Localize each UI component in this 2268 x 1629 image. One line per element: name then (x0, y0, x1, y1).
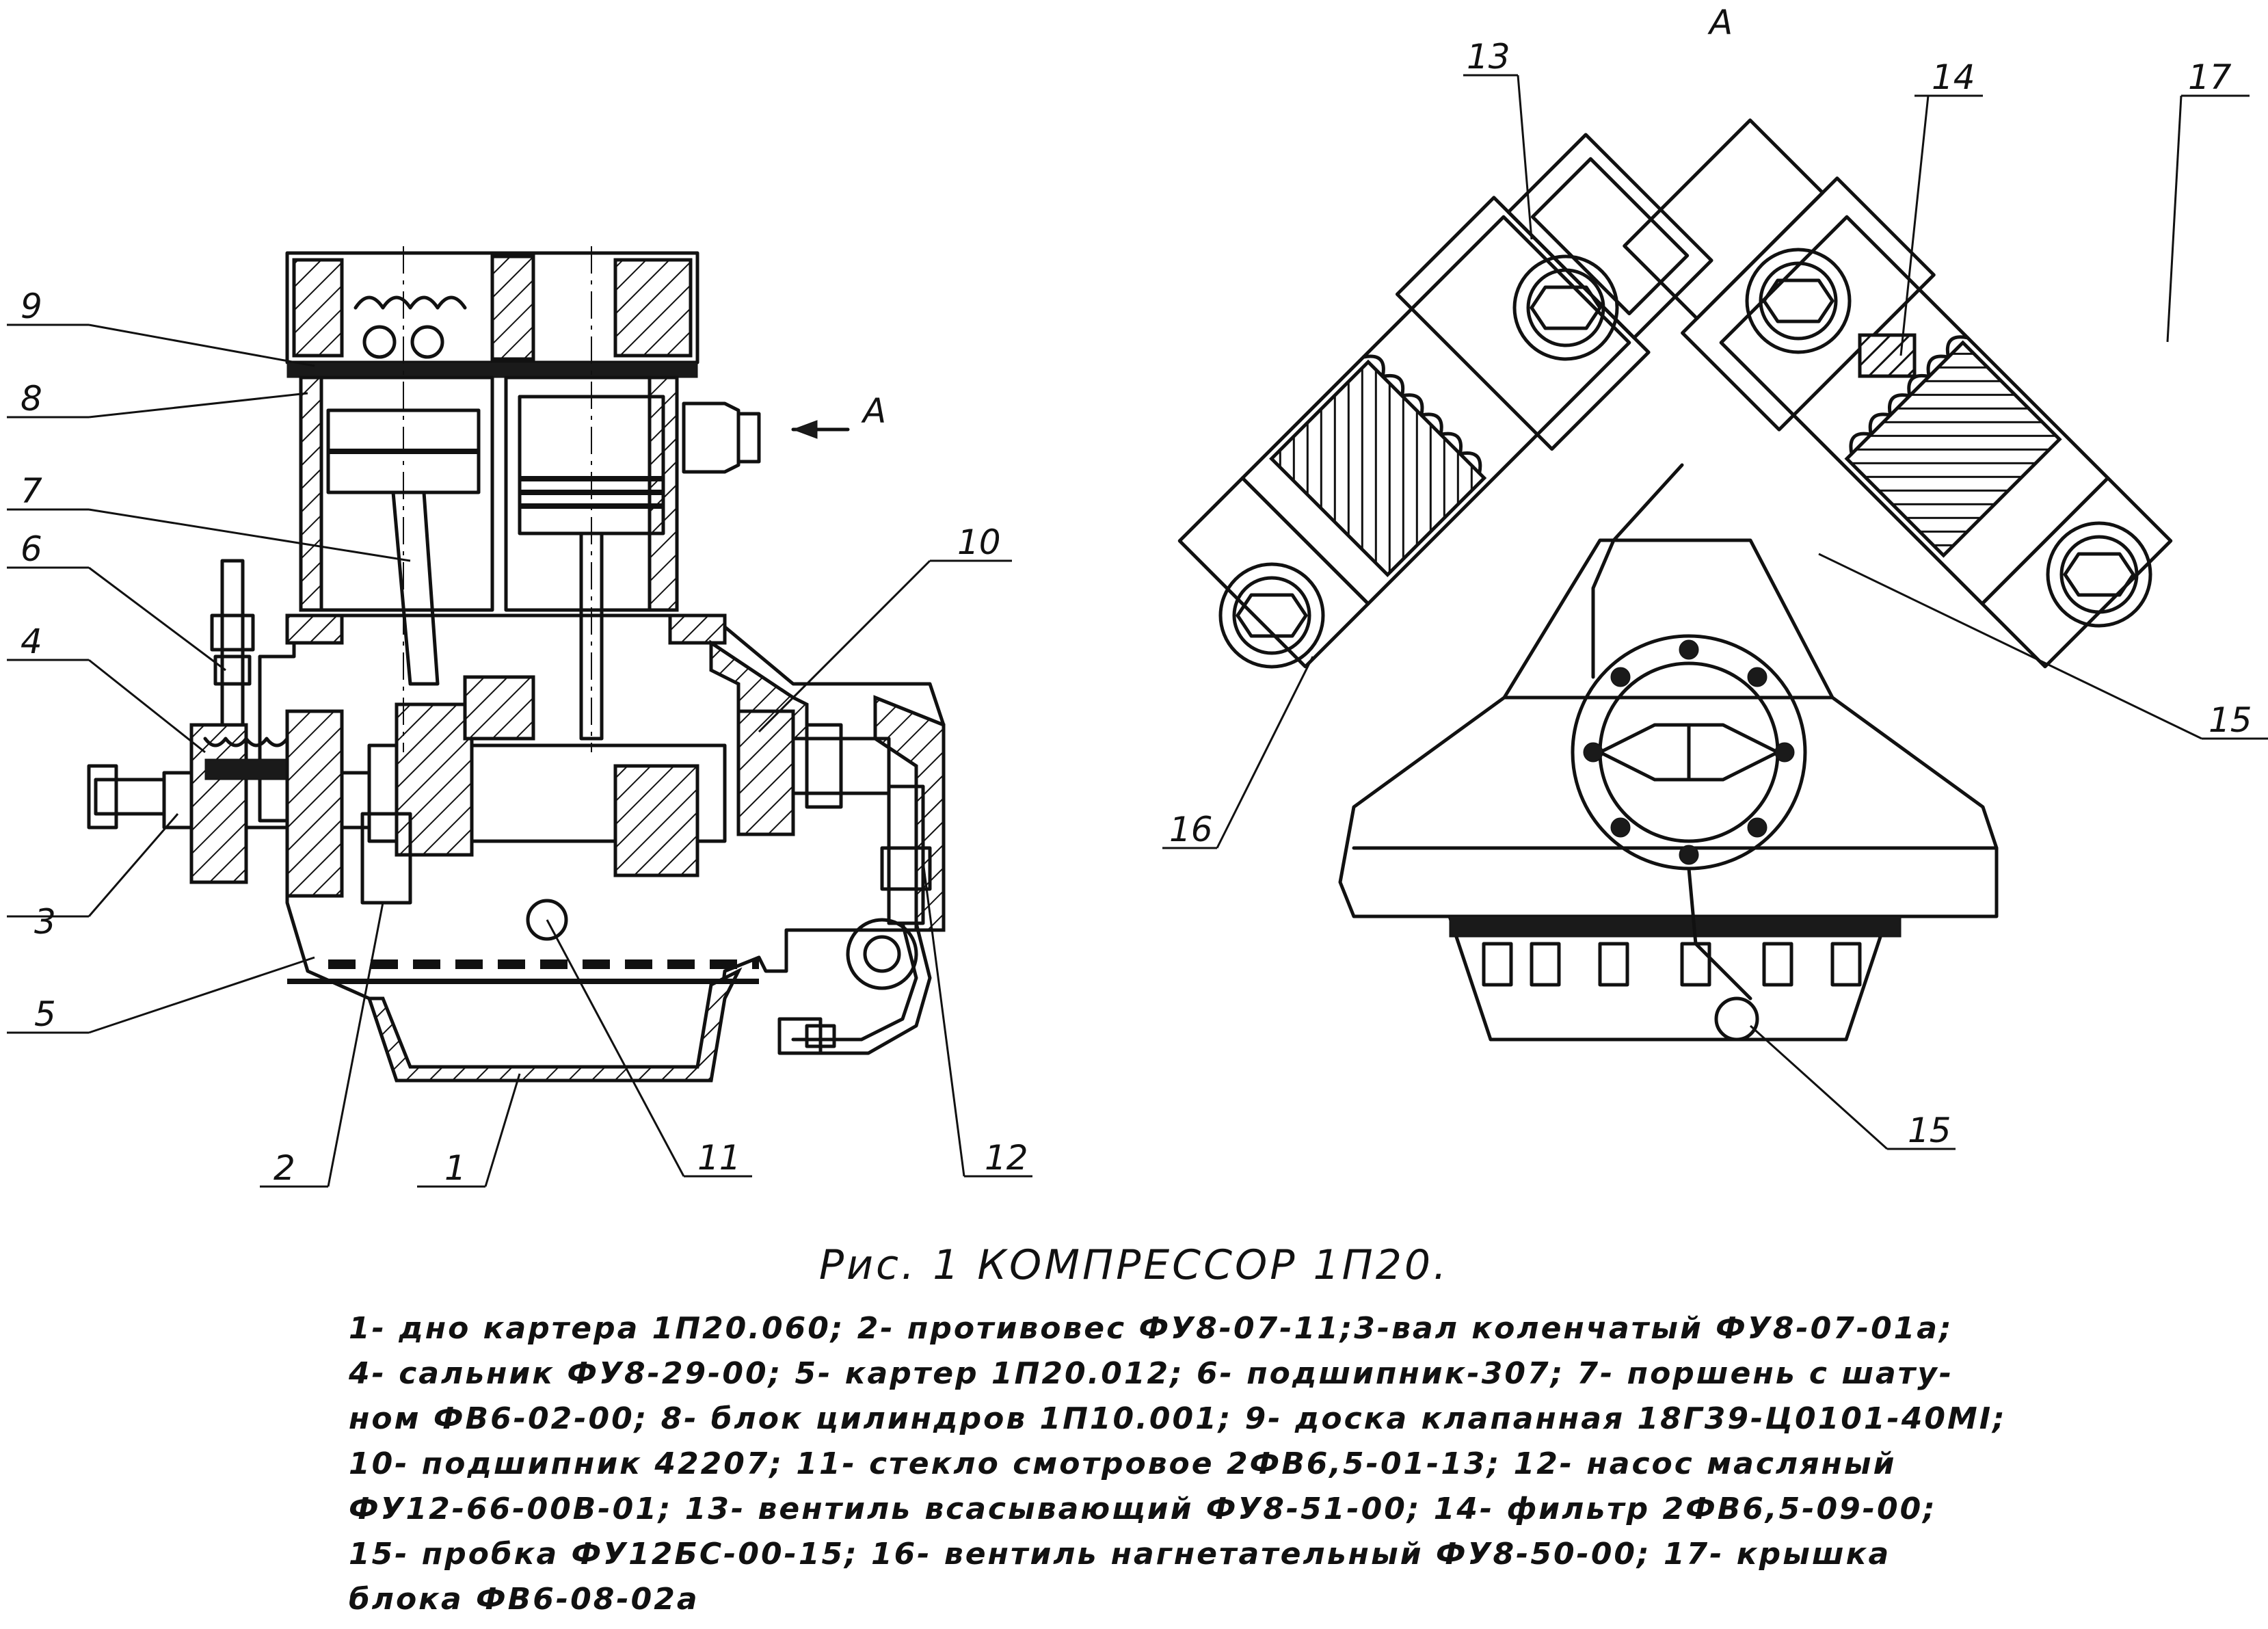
legend-line: 4- сальник ФУ8-29-00; 5- картер 1П20.012… (349, 1356, 1954, 1391)
callout-8: 8 (21, 379, 42, 419)
callout-1: 1 (444, 1148, 466, 1188)
callout-13: 13 (1467, 37, 1510, 77)
callout-7: 7 (21, 471, 42, 511)
legend-line: ФУ12-66-00В-01; 13- вентиль всасывающий … (349, 1492, 1937, 1526)
callout-11: 11 (697, 1138, 741, 1178)
legend-line: блока ФВ6-08-02а (349, 1582, 699, 1617)
legend-line: ном ФВ6-02-00; 8- блок цилиндров 1П10.00… (349, 1401, 2007, 1436)
section-a-marker: A (861, 391, 886, 431)
view-a: A (1162, 3, 2268, 1150)
callout-12: 12 (985, 1138, 1028, 1178)
callout-3: 3 (34, 902, 56, 942)
compressor-drawing: A (7, 3, 2268, 1188)
callout-17: 17 (2188, 57, 2232, 97)
callout-2: 2 (274, 1148, 295, 1188)
section-view: A (7, 246, 1032, 1188)
figure-caption: Рис. 1 КОМПРЕССОР 1П20. (818, 1241, 1450, 1289)
callout-5: 5 (34, 994, 56, 1034)
callout-16: 16 (1169, 810, 1213, 849)
view-a-marker: A (1707, 3, 1733, 42)
callout-15-upper: 15 (2209, 700, 2252, 740)
callout-10: 10 (957, 522, 1001, 562)
callout-15-lower: 15 (1908, 1111, 1951, 1150)
legend-line: 1- дно картера 1П20.060; 2- противовес Ф… (349, 1311, 1953, 1346)
parts-legend: 1- дно картера 1П20.060; 2- противовес Ф… (349, 1306, 2007, 1622)
legend-line: 10- подшипник 42207; 11- стекло смотрово… (349, 1446, 1897, 1481)
callout-14: 14 (1932, 57, 1975, 97)
callout-4: 4 (21, 622, 42, 661)
callout-6: 6 (21, 529, 42, 569)
legend-line: 15- пробка ФУ12БС-00-15; 16- вентиль наг… (349, 1537, 1891, 1572)
callout-9: 9 (21, 287, 42, 326)
